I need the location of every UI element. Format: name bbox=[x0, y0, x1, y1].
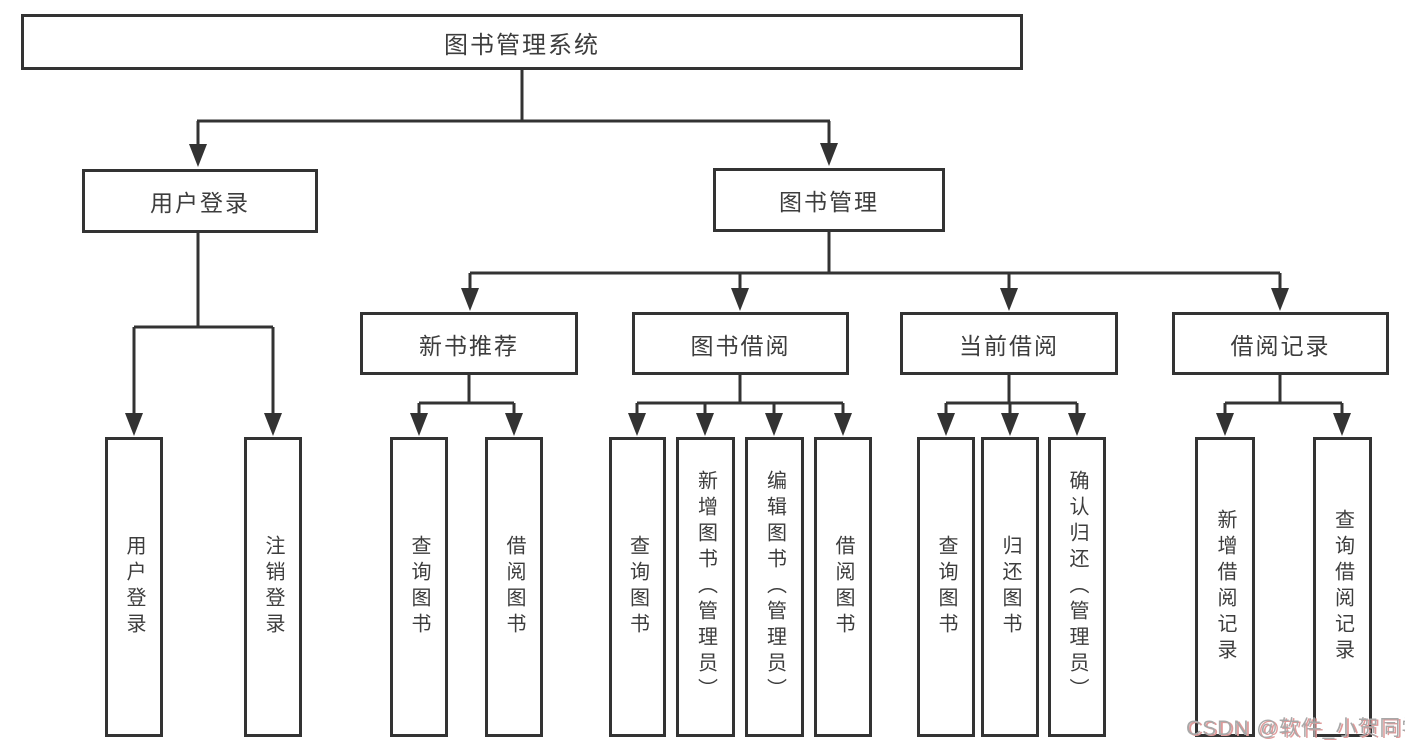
node-label: 借阅图书 bbox=[832, 535, 854, 639]
leaf-confirm-return-admin: 确认归还（管理员） bbox=[1048, 437, 1106, 737]
leaf-query-borrow-record: 查询借阅记录 bbox=[1313, 437, 1372, 737]
node-book-borrowing: 图书借阅 bbox=[632, 312, 849, 375]
node-current-borrowing: 当前借阅 bbox=[900, 312, 1118, 375]
node-label: 查询图书 bbox=[408, 535, 430, 639]
leaf-query-books-recommend: 查询图书 bbox=[390, 437, 448, 737]
arrowheads bbox=[125, 143, 1351, 436]
node-label: 注销登录 bbox=[262, 535, 284, 639]
leaf-logout: 注销登录 bbox=[244, 437, 302, 737]
node-label: 新增图书（管理员） bbox=[694, 470, 717, 704]
leaf-query-books-current: 查询图书 bbox=[917, 437, 975, 737]
node-user-login: 用户登录 bbox=[82, 169, 318, 233]
node-label: 当前借阅 bbox=[959, 332, 1059, 359]
node-label: 归还图书 bbox=[999, 535, 1021, 639]
leaf-edit-books-admin: 编辑图书（管理员） bbox=[745, 437, 804, 737]
node-label: 借阅记录 bbox=[1230, 332, 1331, 359]
node-label: 编辑图书（管理员） bbox=[763, 470, 786, 704]
leaf-borrow-books: 借阅图书 bbox=[814, 437, 872, 737]
node-label: 新书推荐 bbox=[419, 332, 519, 359]
leaf-add-books-admin: 新增图书（管理员） bbox=[676, 437, 735, 737]
leaf-user-login: 用户登录 bbox=[105, 437, 163, 737]
node-label: 新增借阅记录 bbox=[1214, 509, 1236, 665]
node-book-management: 图书管理 bbox=[713, 168, 945, 232]
node-label: 图书借阅 bbox=[690, 332, 791, 359]
node-label: 借阅图书 bbox=[503, 535, 525, 639]
node-label: 用户登录 bbox=[150, 190, 250, 216]
node-label: 确认归还（管理员） bbox=[1066, 470, 1088, 704]
node-label: 查询图书 bbox=[626, 535, 649, 639]
leaf-add-borrow-record: 新增借阅记录 bbox=[1195, 437, 1255, 737]
leaf-return-books: 归还图书 bbox=[981, 437, 1039, 737]
node-borrowing-records: 借阅记录 bbox=[1172, 312, 1389, 375]
node-new-book-recommendation: 新书推荐 bbox=[360, 312, 578, 375]
csdn-watermark: CSDN @软件_小贺同学 bbox=[1186, 717, 1405, 740]
node-library-management-system: 图书管理系统 bbox=[21, 14, 1023, 70]
node-label: 查询图书 bbox=[935, 535, 957, 639]
node-label: 查询借阅记录 bbox=[1331, 509, 1354, 665]
node-label: 图书管理 bbox=[779, 189, 879, 215]
node-label: 用户登录 bbox=[123, 535, 145, 639]
leaf-borrow-books-recommend: 借阅图书 bbox=[485, 437, 543, 737]
node-label: 图书管理系统 bbox=[444, 31, 600, 59]
leaf-query-books-borrow: 查询图书 bbox=[609, 437, 666, 737]
